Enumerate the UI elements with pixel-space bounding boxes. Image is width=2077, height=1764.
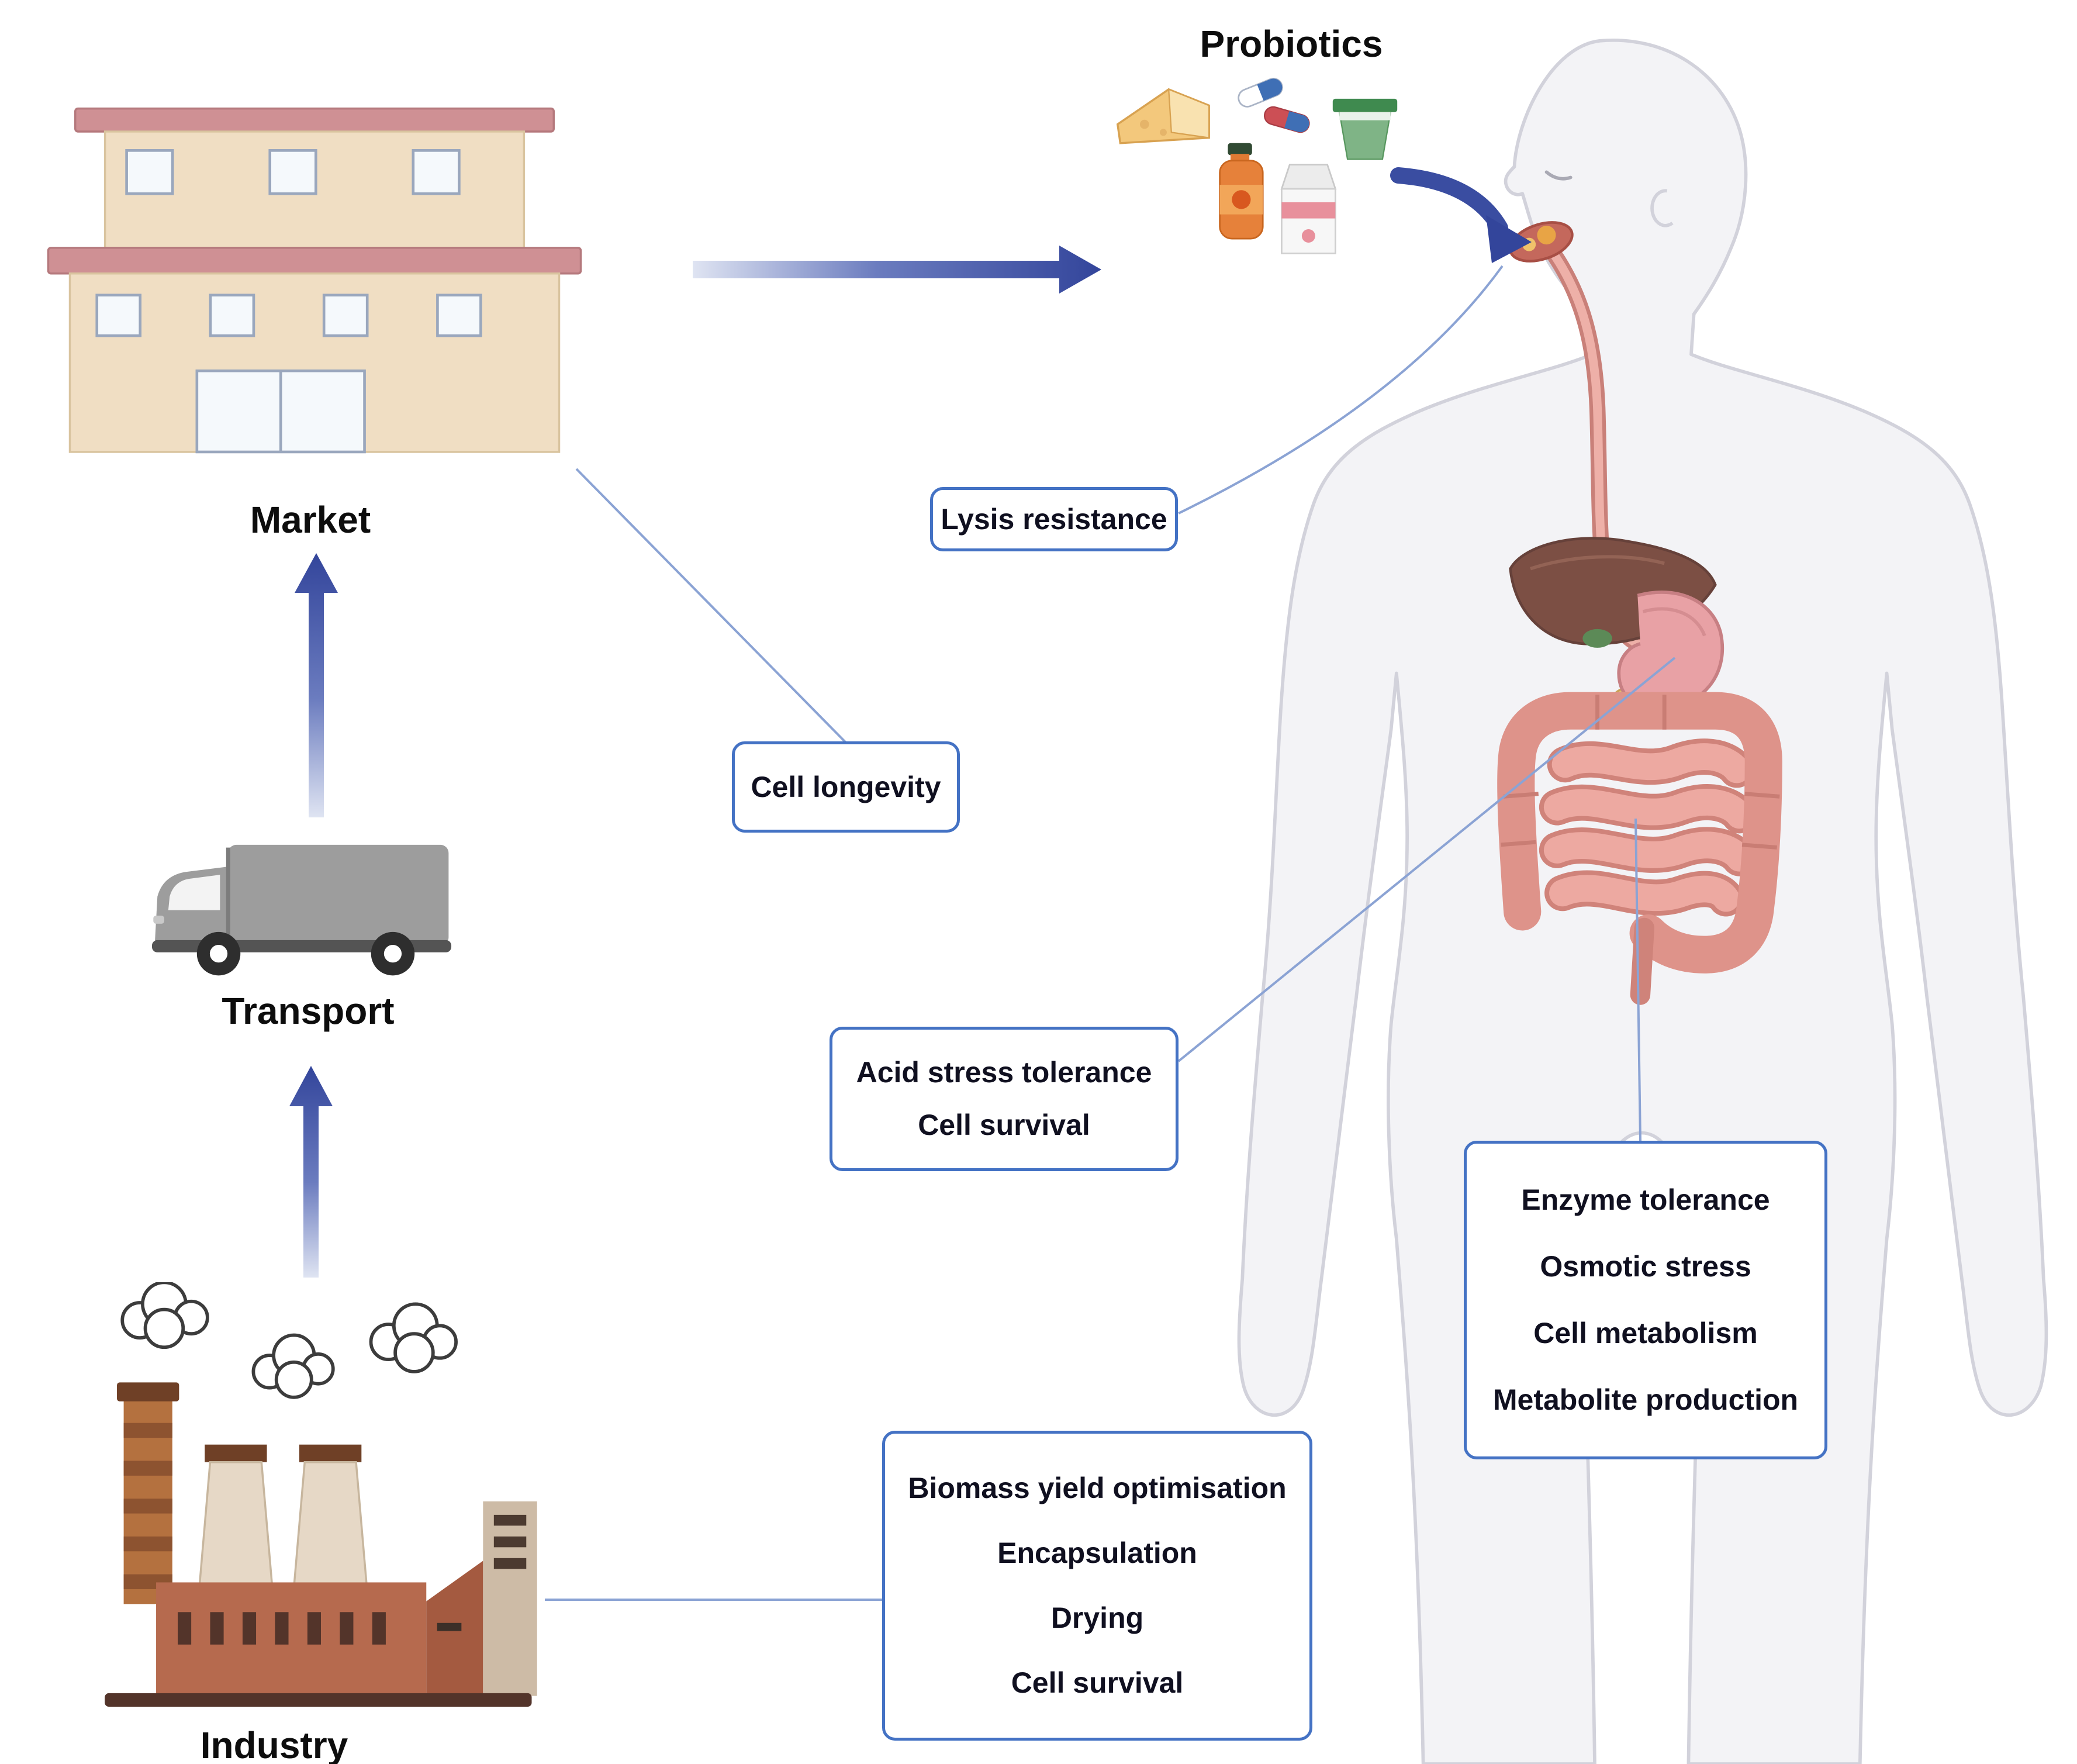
yogurt-cup-icon bbox=[1332, 98, 1398, 160]
market-building-shapes bbox=[47, 107, 582, 454]
juice-bottle-icon bbox=[1219, 143, 1264, 240]
probiotic-products-group bbox=[1116, 78, 1398, 254]
factory-windows bbox=[178, 1612, 386, 1645]
factory-vents bbox=[493, 1514, 527, 1569]
callout-line: Metabolite production bbox=[1492, 1383, 1799, 1416]
callout-line: Encapsulation bbox=[997, 1537, 1197, 1569]
callout-line: Enzyme tolerance bbox=[1521, 1183, 1770, 1216]
cell-longevity-callout: Cell longevity bbox=[732, 741, 960, 833]
rectum bbox=[1630, 917, 1654, 1005]
arrow-market-to-probiotics bbox=[693, 246, 1101, 294]
truck-shapes bbox=[151, 844, 452, 976]
callout-line: Osmotic stress bbox=[1540, 1250, 1751, 1283]
human-digestive-system-icon bbox=[1237, 39, 2048, 1764]
callout-line: Cell survival bbox=[1011, 1666, 1184, 1699]
delivery-truck-icon bbox=[151, 844, 452, 976]
lysis-resistance-callout: Lysis resistance bbox=[930, 487, 1178, 551]
food-bolus bbox=[1537, 226, 1556, 245]
gut-factors-callout: Enzyme tolerance Osmotic stress Cell met… bbox=[1464, 1141, 1827, 1459]
transport-label: Transport bbox=[222, 990, 395, 1032]
arrow-transport-to-market bbox=[295, 553, 338, 817]
industry-label: Industry bbox=[200, 1724, 348, 1764]
factory-shapes bbox=[105, 1282, 537, 1707]
callout-line: Acid stress tolerance bbox=[856, 1055, 1152, 1089]
ear-line bbox=[1650, 189, 1674, 227]
callout-line: Lysis resistance bbox=[941, 502, 1167, 536]
capsule-pills-icon bbox=[1238, 78, 1310, 133]
gallbladder bbox=[1582, 629, 1612, 648]
probiotics-label: Probiotics bbox=[1200, 23, 1383, 65]
longevity-connector bbox=[575, 468, 847, 744]
callout-line: Drying bbox=[1050, 1601, 1144, 1634]
market-building-icon bbox=[47, 107, 582, 454]
market-label: Market bbox=[250, 499, 371, 541]
smoke-clouds bbox=[120, 1282, 458, 1399]
callout-line: Cell longevity bbox=[751, 770, 941, 803]
acid-stress-callout: Acid stress tolerance Cell survival bbox=[830, 1027, 1179, 1171]
factory-icon bbox=[105, 1282, 537, 1707]
arrow-industry-to-transport bbox=[289, 1066, 333, 1278]
callout-line: Cell survival bbox=[918, 1109, 1090, 1142]
callout-line: Cell metabolism bbox=[1533, 1317, 1758, 1349]
eye-line bbox=[1544, 170, 1573, 181]
industry-factors-callout: Biomass yield optimisation Encapsulation… bbox=[882, 1431, 1312, 1741]
milk-carton-icon bbox=[1280, 164, 1337, 254]
callout-line: Biomass yield optimisation bbox=[908, 1472, 1287, 1504]
cheese-icon bbox=[1116, 88, 1210, 144]
